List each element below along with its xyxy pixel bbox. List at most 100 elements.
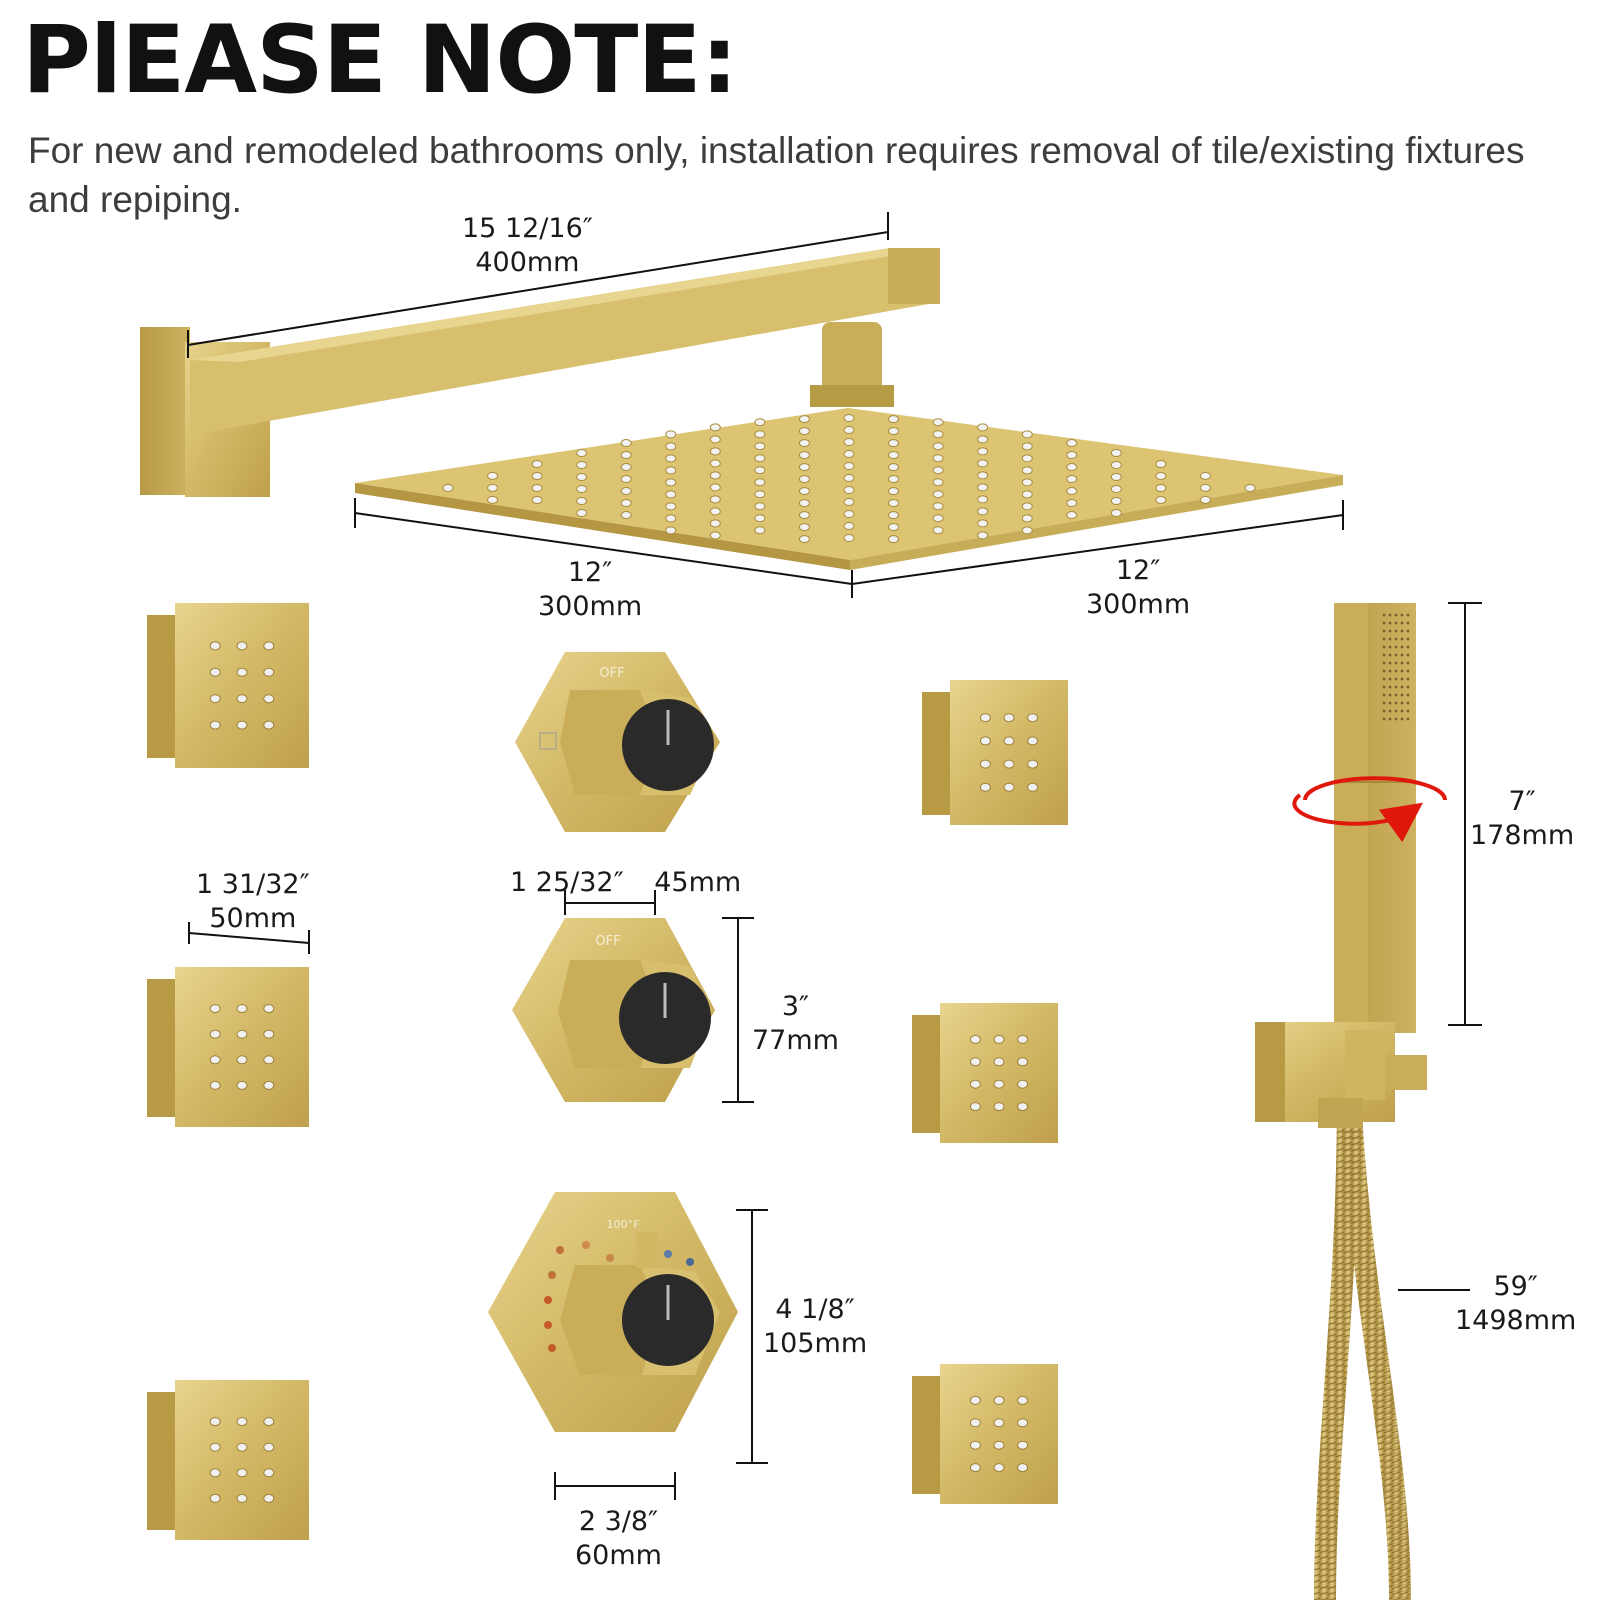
- nozzle: [977, 495, 989, 504]
- handheld-nozzle: [1394, 637, 1398, 641]
- nozzle: [888, 511, 900, 520]
- nozzle: [843, 486, 855, 494]
- handheld-nozzle: [1388, 701, 1392, 705]
- handheld-nozzle: [1400, 677, 1404, 681]
- handheld-nozzle: [1400, 669, 1404, 673]
- thermostat-width-dimension: [554, 1472, 676, 1500]
- jet-nozzle: [1003, 759, 1015, 769]
- temperature-scale: [544, 1241, 694, 1352]
- nozzle: [932, 442, 944, 451]
- handheld-nozzle: [1406, 701, 1410, 705]
- jet-nozzle: [263, 694, 275, 704]
- nozzle: [932, 466, 944, 475]
- jet-nozzle: [236, 1468, 248, 1478]
- handheld-spray-nozzles: [1382, 613, 1410, 721]
- handheld-nozzle: [1382, 685, 1386, 689]
- nozzle: [531, 484, 543, 493]
- nozzle: [1021, 502, 1033, 511]
- handheld-nozzle: [1400, 629, 1404, 633]
- head-width-left-label: 12″ 300mm: [538, 557, 643, 622]
- handheld-nozzle: [1406, 653, 1410, 657]
- handheld-nozzle: [1388, 677, 1392, 681]
- nozzle: [1199, 495, 1211, 504]
- nozzle: [798, 463, 810, 472]
- nozzle: [487, 483, 499, 492]
- temperature-dot: [544, 1296, 552, 1304]
- jet-nozzle: [969, 1463, 981, 1473]
- nozzle: [977, 519, 989, 528]
- nozzle: [888, 535, 900, 544]
- jet-nozzle: [1017, 1463, 1029, 1473]
- jet-nozzle: [993, 1034, 1005, 1044]
- handheld-nozzle: [1400, 645, 1404, 649]
- nozzle: [709, 471, 721, 480]
- nozzle: [1021, 514, 1033, 523]
- jet-nozzle: [263, 1493, 275, 1503]
- handheld-nozzle: [1388, 685, 1392, 689]
- nozzle: [1110, 473, 1122, 481]
- temperature-dot: [548, 1344, 556, 1352]
- nozzle: [709, 531, 721, 540]
- body-jet-width-dimension: [188, 922, 310, 954]
- nozzle: [754, 502, 766, 511]
- handheld-nozzle: [1406, 645, 1410, 649]
- handheld-nozzle: [1400, 637, 1404, 641]
- nozzle: [798, 511, 810, 520]
- nozzle: [1066, 451, 1078, 460]
- nozzle: [709, 507, 721, 516]
- handheld-nozzle: [1400, 685, 1404, 689]
- jet-nozzle: [979, 713, 991, 723]
- handheld-nozzle: [1394, 677, 1398, 681]
- nozzle: [754, 514, 766, 523]
- temperature-dot: [556, 1246, 564, 1254]
- nozzle: [1199, 483, 1211, 492]
- nozzle: [888, 475, 900, 484]
- jet-nozzle: [209, 1468, 221, 1478]
- nozzle: [977, 483, 989, 492]
- jet-nozzle: [236, 694, 248, 704]
- handheld-length-label: 7″ 178mm: [1470, 786, 1575, 851]
- nozzle: [576, 497, 588, 505]
- body-jet: [922, 680, 1068, 825]
- handheld-nozzle: [1394, 661, 1398, 665]
- temperature-dot: [664, 1250, 672, 1258]
- handheld-nozzle: [1382, 693, 1386, 697]
- nozzle: [620, 463, 632, 472]
- nozzle: [620, 499, 632, 508]
- nozzle: [932, 418, 944, 427]
- nozzle: [843, 474, 855, 482]
- handheld-nozzle: [1388, 693, 1392, 697]
- nozzle: [1244, 484, 1256, 492]
- jet-nozzle: [1017, 1440, 1029, 1450]
- nozzle: [709, 483, 721, 492]
- nozzle: [1021, 490, 1033, 499]
- jet-nozzle: [1003, 713, 1015, 723]
- nozzle: [620, 439, 632, 448]
- temperature-dot: [582, 1241, 590, 1249]
- jet-nozzle: [209, 1493, 221, 1503]
- nozzle: [977, 531, 989, 540]
- nozzle: [754, 430, 766, 439]
- nozzle: [754, 526, 766, 535]
- jet-nozzle: [979, 759, 991, 769]
- jet-nozzle: [209, 720, 221, 730]
- nozzle: [843, 450, 855, 458]
- jet-nozzle: [1017, 1057, 1029, 1067]
- jet-nozzle: [263, 720, 275, 730]
- nozzle: [620, 451, 632, 460]
- nozzle: [709, 447, 721, 456]
- nozzle: [665, 442, 677, 451]
- jet-nozzle: [1017, 1034, 1029, 1044]
- handheld-nozzle: [1394, 701, 1398, 705]
- handheld-nozzle: [1406, 709, 1410, 713]
- nozzle: [977, 435, 989, 444]
- jet-nozzle: [209, 1417, 221, 1427]
- nozzle: [798, 475, 810, 484]
- handheld-nozzle: [1382, 645, 1386, 649]
- nozzle: [709, 435, 721, 444]
- handheld-nozzle: [1388, 621, 1392, 625]
- arm-bar: [190, 248, 940, 435]
- nozzle: [1021, 466, 1033, 475]
- jet-nozzle: [209, 667, 221, 677]
- nozzle: [754, 490, 766, 499]
